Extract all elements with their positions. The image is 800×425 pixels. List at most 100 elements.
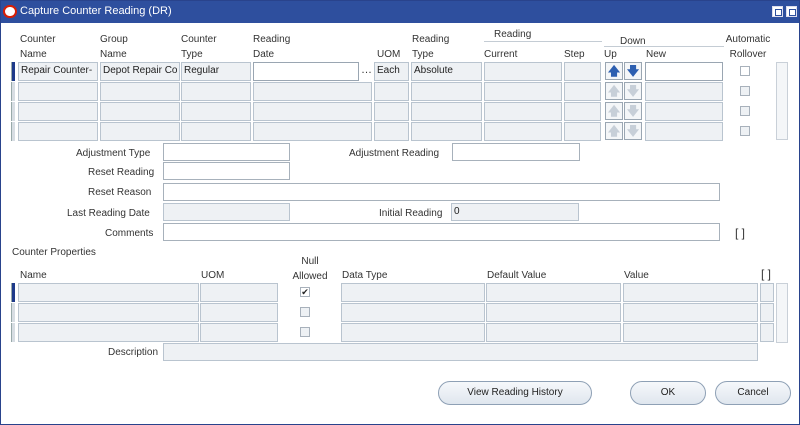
col-header-property-uom: UOM [201,270,225,281]
counter-name-cell[interactable]: Repair Counter- [18,62,98,81]
col-header-uom: UOM [377,49,401,60]
lov-button[interactable]: … [361,64,372,76]
property-flex-cell[interactable] [760,303,774,322]
new-reading-cell[interactable] [645,82,723,101]
cancel-button[interactable]: Cancel [715,381,791,405]
automatic-rollover-checkbox [740,106,750,116]
property-uom-cell[interactable] [200,303,278,322]
reading-type-cell[interactable] [411,102,482,121]
property-value-cell[interactable] [623,303,758,322]
properties-vertical-scrollbar[interactable] [776,283,788,343]
uom-cell[interactable]: Each [374,62,409,81]
null-allowed-checkbox[interactable]: ✔ [300,287,310,297]
uom-cell[interactable] [374,82,409,101]
property-name-cell[interactable] [18,283,199,302]
readings-vertical-scrollbar[interactable] [776,62,788,140]
counter-type-cell[interactable] [181,122,251,141]
up-arrow-icon[interactable]: 🡅 [605,62,623,80]
property-uom-cell[interactable] [200,323,278,342]
ok-button[interactable]: OK [630,381,706,405]
new-reading-input[interactable] [645,62,723,81]
reading-type-cell[interactable] [411,82,482,101]
current-reading-cell[interactable] [484,122,562,141]
comments-label: Comments [105,228,154,239]
property-value-cell[interactable] [623,323,758,342]
col-header-property-name: Name [20,270,47,281]
up-arrow-icon: 🡅 [605,102,623,120]
col-header-new: New [646,49,667,60]
data-type-cell[interactable] [341,303,485,322]
col-group-reading: Reading [494,29,532,40]
current-reading-cell[interactable] [484,82,562,101]
group-name-cell[interactable] [100,82,180,101]
row-indicator[interactable] [11,102,15,121]
step-cell[interactable] [564,62,601,81]
counter-name-cell[interactable] [18,82,98,101]
row-indicator[interactable] [11,122,15,141]
col-header-default-value: Default Value [487,270,547,281]
adjustment-reading-field[interactable] [452,143,580,161]
last-reading-date-field [163,203,290,221]
counter-name-cell[interactable] [18,102,98,121]
current-reading-cell[interactable] [484,102,562,121]
down-arrow-icon[interactable]: 🡇 [624,62,642,80]
reading-type-cell[interactable] [411,122,482,141]
property-uom-cell[interactable] [200,283,278,302]
property-value-cell[interactable] [623,283,758,302]
group-name-cell[interactable] [100,122,180,141]
new-reading-cell[interactable] [645,122,723,141]
counter-name-cell[interactable] [18,122,98,141]
view-reading-history-button[interactable]: View Reading History [438,381,592,405]
default-value-cell[interactable] [486,283,621,302]
property-row-indicator-current[interactable] [11,283,15,302]
step-cell[interactable] [564,122,601,141]
group-name-cell[interactable] [100,102,180,121]
property-row-indicator[interactable] [11,323,15,342]
step-cell[interactable] [564,82,601,101]
property-row-indicator[interactable] [11,303,15,322]
col-group-down: Down [620,36,646,47]
default-value-cell[interactable] [486,323,621,342]
oracle-logo-icon [3,5,17,18]
row-indicator-current[interactable] [11,62,15,81]
property-name-cell[interactable] [18,323,199,342]
initial-reading-value: 0 [454,206,460,217]
reading-date-cell[interactable] [253,122,372,141]
uom-cell[interactable] [374,102,409,121]
reset-reason-field[interactable] [163,183,720,201]
automatic-rollover-checkbox[interactable] [740,66,750,76]
uom-cell[interactable] [374,122,409,141]
last-reading-date-label: Last Reading Date [67,208,150,219]
default-value-cell[interactable] [486,303,621,322]
reading-date-input[interactable] [253,62,359,81]
property-name-cell[interactable] [18,303,199,322]
reading-date-cell[interactable] [253,102,372,121]
counter-type-cell[interactable] [181,82,251,101]
current-reading-cell[interactable] [484,62,562,81]
reset-reading-field[interactable] [163,162,290,180]
maximize-icon[interactable] [786,6,797,17]
title-bar: Capture Counter Reading (DR) [1,1,799,23]
col-header-value: Value [624,270,649,281]
reading-date-cell[interactable] [253,82,372,101]
row-indicator[interactable] [11,82,15,101]
adjustment-type-field[interactable] [163,143,290,161]
data-type-cell[interactable] [341,283,485,302]
property-flex-cell[interactable] [760,323,774,342]
group-name-cell[interactable]: Depot Repair Co [100,62,180,81]
property-flex-cell[interactable] [760,283,774,302]
counter-type-cell[interactable] [181,102,251,121]
data-type-cell[interactable] [341,323,485,342]
minimize-icon[interactable] [772,6,783,17]
descriptive-flexfield[interactable]: [ ] [735,226,746,240]
step-cell[interactable] [564,102,601,121]
counter-type-cell[interactable]: Regular [181,62,251,81]
comments-field[interactable] [163,223,720,241]
counter-properties-label: Counter Properties [12,247,96,258]
reading-type-cell[interactable]: Absolute [411,62,482,81]
new-reading-cell[interactable] [645,102,723,121]
